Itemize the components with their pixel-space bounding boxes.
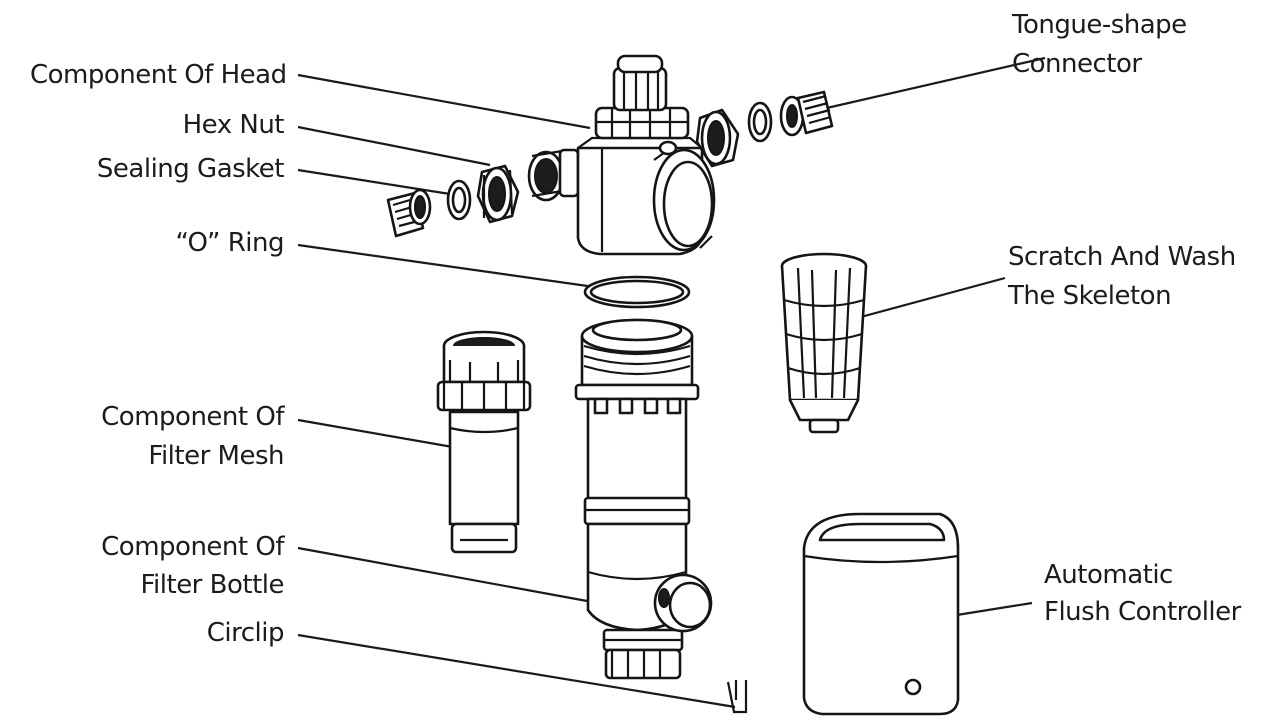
- hex-nut-right: [695, 108, 740, 168]
- label-filter-bottle-line2: Filter Bottle: [140, 570, 284, 600]
- leader-filter-bottle: [297, 546, 599, 605]
- right-gasket: [747, 101, 773, 143]
- leader-hex-nut: [297, 125, 491, 167]
- label-hex-nut: Hex Nut: [182, 110, 285, 140]
- label-flush-controller-line2: Flush Controller: [1044, 597, 1241, 627]
- label-filter-bottle-line1: Component Of: [101, 532, 284, 562]
- filter-mesh-part: [436, 330, 532, 554]
- label-skeleton-line2: The Skeleton: [1008, 281, 1172, 311]
- leader-tongue-connector: [817, 56, 1046, 112]
- flush-controller-part: [802, 512, 960, 716]
- leader-skeleton: [856, 276, 1006, 320]
- label-tongue-connector-line1: Tongue-shape: [1012, 10, 1187, 40]
- circlip-part: [726, 680, 748, 714]
- leader-circlip: [297, 633, 736, 709]
- filter-head: [576, 54, 716, 256]
- label-sealing-gasket: Sealing Gasket: [96, 154, 285, 184]
- left-tongue-connector: [386, 188, 432, 238]
- leader-sealing-gasket: [297, 168, 451, 196]
- leader-filter-mesh: [297, 418, 471, 452]
- sealing-gasket-part: [446, 179, 472, 221]
- label-tongue-connector-line2: Connector: [1012, 49, 1142, 79]
- label-filter-mesh-line1: Component Of: [101, 402, 284, 432]
- skeleton-part: [780, 252, 868, 434]
- label-o-ring: “O” Ring: [175, 228, 284, 258]
- label-filter-mesh-line2: Filter Mesh: [148, 441, 284, 471]
- o-ring-part: [583, 275, 691, 309]
- leader-o-ring: [297, 243, 631, 294]
- inlet-port: [527, 148, 580, 202]
- leader-component-of-head: [297, 73, 591, 130]
- filter-bottle-part: [574, 318, 713, 680]
- label-flush-controller-line1: Automatic: [1044, 560, 1173, 590]
- label-skeleton-line1: Scratch And Wash: [1008, 242, 1236, 272]
- label-circlip: Circlip: [206, 618, 285, 648]
- hex-nut-left: [476, 164, 520, 224]
- leader-lines: [297, 56, 1046, 709]
- right-tongue-connector: [779, 90, 834, 137]
- label-component-of-head: Component Of Head: [30, 60, 287, 90]
